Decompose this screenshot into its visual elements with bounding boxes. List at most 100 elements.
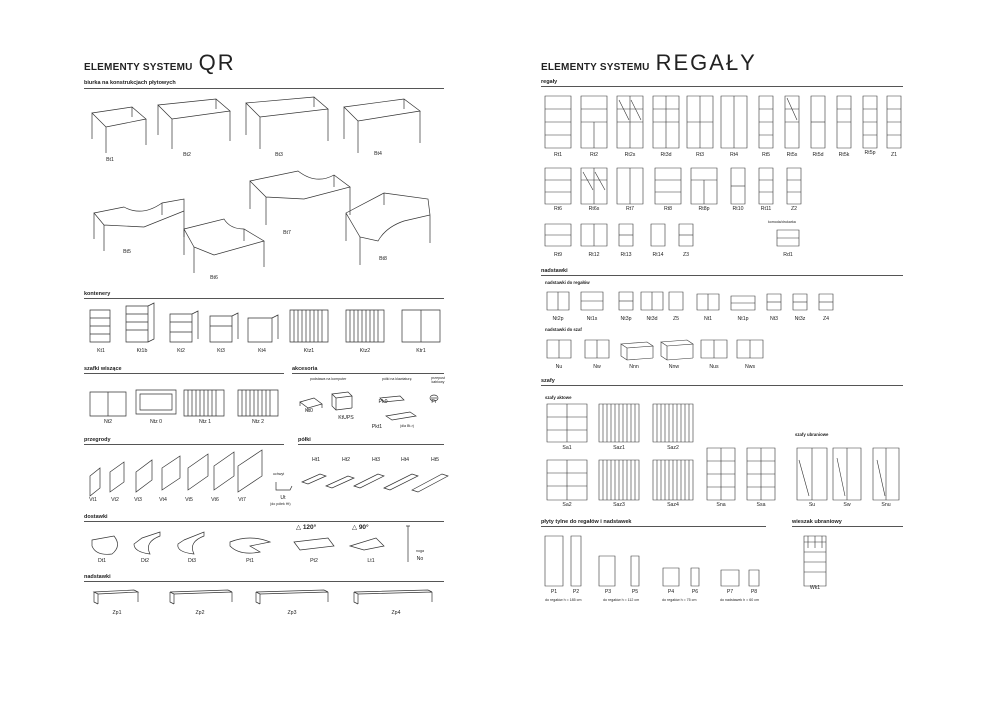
section-biurka: biurka na konstrukcjach płytowych — [84, 80, 176, 86]
cabinet-label: Ntz 0 — [149, 419, 163, 425]
container-label: Ktr1 — [416, 348, 426, 354]
panel-note: do nadstawek h = 60 cm — [720, 598, 760, 602]
shelf-unit-label: Rt9 — [553, 252, 563, 258]
shelf-unit-label: Rt4 — [729, 152, 739, 158]
partition-label: Vt3 — [134, 497, 142, 503]
rule-wieszak — [792, 526, 903, 527]
subsection-nad-regalu: nadstawki do regałów — [545, 280, 590, 285]
section-nadstawki-left: nadstawki — [84, 574, 111, 580]
topper-label: Nt3d — [646, 316, 658, 322]
shelf-label: Ht5 — [430, 457, 440, 463]
wardrobe-label: Saz2 — [667, 445, 679, 451]
shelf-unit-label: Rd1 — [783, 252, 793, 258]
desk-label: Bt2 — [183, 152, 191, 158]
shelf-unit-label: Rt5 — [761, 152, 771, 158]
extension-label: Dt2 — [140, 558, 150, 564]
topper-label: Nt3z — [794, 316, 806, 322]
panel-label: P7 — [726, 589, 734, 595]
subsection-nad-szaf: nadstawki do szaf — [545, 327, 582, 332]
holder-drawing — [272, 480, 296, 494]
top-label: Zp4 — [391, 610, 401, 616]
partition-label: Vt1 — [89, 497, 97, 503]
section-przegrody: przegrody — [84, 437, 111, 443]
desk-label: Bt5 — [123, 249, 131, 255]
desk-label: Bt4 — [374, 151, 382, 157]
topper-label: Nt1s — [586, 316, 598, 322]
wardrobe-label: Su — [808, 502, 816, 508]
angle-label: △ 120° — [296, 524, 317, 531]
tops-drawing — [84, 586, 444, 606]
rule-nadstawki-right — [541, 275, 903, 276]
section-kontenery: kontenery — [84, 291, 111, 297]
shelf-label: Ht4 — [400, 457, 410, 463]
accessory-note: półki na klawiaturę — [382, 377, 412, 381]
rule-biurka — [84, 88, 444, 89]
panel-label: P5 — [631, 589, 639, 595]
shelf-unit-label: Rt11 — [760, 206, 772, 212]
panel-label: P1 — [550, 589, 558, 595]
panel-note: do regałów h = 112 cm — [603, 598, 640, 602]
panel-note: do regałów h = 75 cm — [662, 598, 697, 602]
partition-label: Vt4 — [159, 497, 167, 503]
section-plyty: płyty tylne do regałów i nadstawek — [541, 519, 632, 525]
accessory-note: podstawa na komputer — [310, 377, 347, 381]
partition-label: Vt6 — [211, 497, 219, 503]
topper2-label: Nws — [744, 364, 756, 370]
accessory-note: przepust kablowy — [431, 376, 445, 384]
section-dostawki: dostawki — [84, 514, 108, 520]
desk-label: Bt6 — [210, 275, 218, 281]
left-title-big: QR — [198, 50, 236, 75]
printer-note: komoda/drukarka — [768, 220, 796, 224]
topper-label: Nt3p — [620, 316, 632, 322]
wardrobe-label: Saz4 — [667, 502, 679, 508]
extension-label: Lt1 — [367, 558, 375, 564]
holder-sub: (do półek Ht) — [270, 502, 291, 506]
accessories-drawing — [292, 386, 444, 426]
accessory-label: Pkt1 — [371, 424, 383, 430]
angle-120: 120° — [302, 524, 317, 531]
wardrobe-label: Sna — [716, 502, 726, 508]
shelf-unit-label: Rt13 — [620, 252, 632, 258]
extension-label: Dt3 — [187, 558, 197, 564]
accessory-label: Pk0 — [378, 399, 388, 405]
desk-label: Bt7 — [283, 230, 291, 236]
wardrobe-label: Snu — [881, 502, 891, 508]
container-label: Kt1b — [136, 348, 148, 354]
top-label: Zp2 — [195, 610, 205, 616]
holder-label: Ut — [280, 495, 286, 501]
shelf-unit-label: Z3 — [682, 252, 690, 258]
topper2-label: Nus — [709, 364, 719, 370]
accessory-label: KtUPS — [338, 415, 354, 421]
wardrobe-label: Saz1 — [613, 445, 625, 451]
angle-90: 90° — [358, 524, 369, 531]
accessory-label: Pr — [431, 399, 437, 405]
shelf-unit-label: Rt5s — [786, 152, 798, 158]
rule-nadstawki-left — [84, 581, 444, 582]
partition-label: Vt2 — [111, 497, 119, 503]
toppers2-drawing — [541, 336, 781, 362]
shelf-unit-label: Z1 — [890, 152, 898, 158]
accessory-label: Kt0 — [305, 408, 313, 414]
rule-szafki — [84, 373, 284, 374]
rule-kontenery — [84, 298, 444, 299]
panel-label: P8 — [750, 589, 758, 595]
desk-label: Bt8 — [379, 256, 387, 262]
shelf-unit-label: Rt6 — [553, 206, 563, 212]
shelf-unit-label: Rt5d — [812, 152, 824, 158]
shelf-unit-label: Rt2s — [624, 152, 636, 158]
holder-note: uchwyt — [273, 472, 285, 476]
rule-szafy — [541, 385, 903, 386]
section-nadstawki-right: nadstawki — [541, 268, 568, 274]
container-label: Kt2 — [177, 348, 185, 354]
right-title-small: ELEMENTY SYSTEMU — [541, 62, 650, 73]
shelf-unit-label: Rt2 — [589, 152, 599, 158]
shelf-unit-label: Rt5k — [838, 152, 850, 158]
shelf-unit-label: Rt7 — [625, 206, 635, 212]
section-szafy: szafy — [541, 378, 555, 384]
container-label: Kt4 — [258, 348, 266, 354]
panel-note: do regałów h = 185 cm — [545, 598, 582, 602]
shelf-unit-label: Rt8 — [663, 206, 673, 212]
extension-label: Dt1 — [97, 558, 107, 564]
shelf-unit-label: Rt1 — [553, 152, 563, 158]
